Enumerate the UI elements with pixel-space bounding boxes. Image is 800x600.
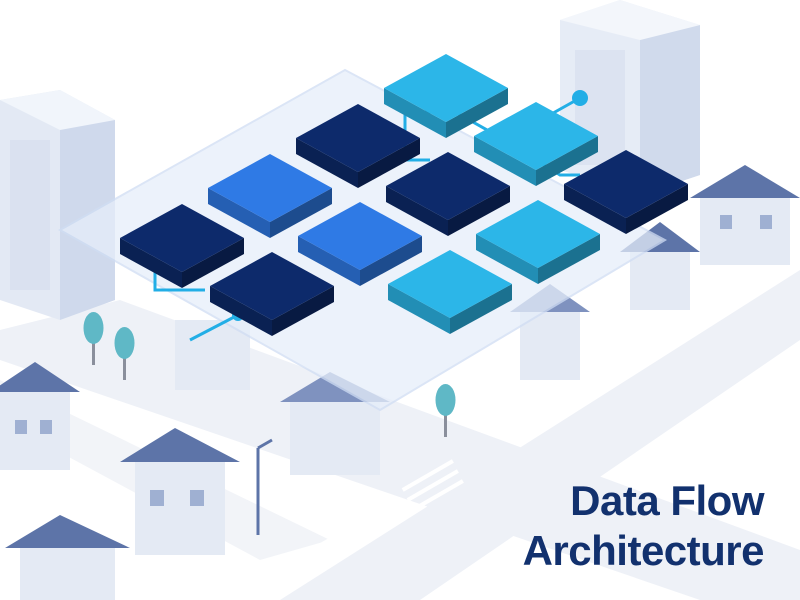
data-block — [386, 152, 510, 236]
title-line-2: Architecture — [522, 527, 765, 574]
house-icon — [120, 428, 240, 555]
cross-road — [280, 270, 800, 600]
tree-icon — [435, 384, 456, 437]
tree-icon — [83, 312, 104, 365]
office-tower-icon — [0, 90, 115, 320]
crosswalk-icon — [281, 459, 464, 579]
house-icon — [0, 362, 80, 470]
data-block — [388, 250, 512, 334]
houses — [0, 165, 800, 600]
data-block — [298, 202, 422, 286]
title-line-1: Data Flow — [570, 477, 764, 524]
tree-icon — [114, 327, 135, 380]
block-grid — [120, 54, 688, 336]
data-block — [296, 104, 420, 188]
street-lamp-icon — [256, 438, 273, 535]
data-block — [564, 150, 688, 234]
data-block — [384, 54, 508, 138]
data-block — [120, 204, 244, 288]
trees — [83, 312, 456, 437]
data-block — [474, 102, 598, 186]
house-icon — [175, 320, 250, 390]
data-block — [476, 200, 600, 284]
data-block — [208, 154, 332, 238]
house-icon — [690, 165, 800, 265]
page-title: Data Flow Architecture — [522, 476, 765, 576]
house-icon — [5, 515, 130, 600]
data-block — [210, 252, 334, 336]
